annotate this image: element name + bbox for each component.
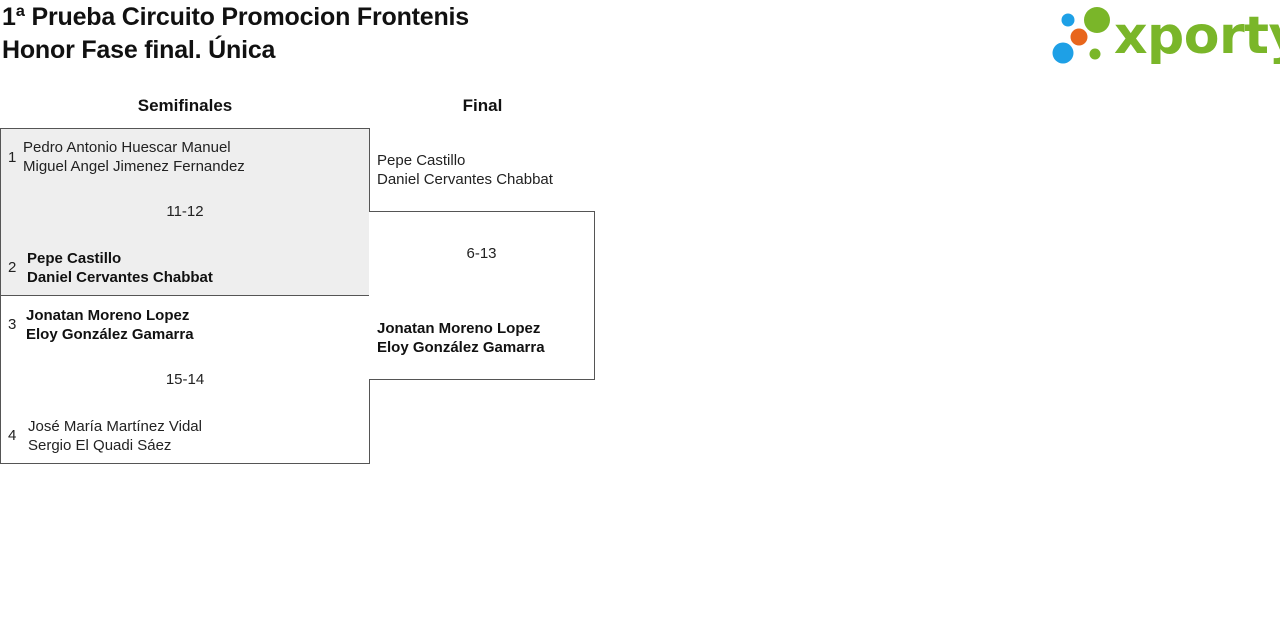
seed-number: 3 — [8, 316, 17, 333]
final-team-top[interactable]: Pepe Castillo Daniel Cervantes Chabbat — [377, 151, 553, 189]
logo-dots-icon — [1052, 7, 1110, 64]
seed-number: 4 — [8, 427, 17, 444]
team-name-winner[interactable]: Pepe Castillo Daniel Cervantes Chabbat — [27, 249, 213, 287]
logo-wordmark: xporty — [1114, 6, 1280, 66]
player-name: Pedro Antonio Huescar Manuel — [23, 139, 231, 156]
player-name: Daniel Cervantes Chabbat — [27, 269, 213, 286]
round-header-final: Final — [462, 96, 503, 115]
player-name: Eloy González Gamarra — [377, 339, 545, 356]
player-name: José María Martínez Vidal — [28, 418, 202, 435]
semifinal-match-2[interactable]: 3 Jonatan Moreno Lopez Eloy González Gam… — [0, 295, 370, 464]
player-name: Sergio El Quadi Sáez — [28, 437, 172, 454]
match-score: 15-14 — [165, 371, 205, 388]
xporty-logo[interactable]: xporty — [1050, 4, 1280, 68]
player-name: Miguel Angel Jimenez Fernandez — [23, 158, 245, 175]
seed-number: 1 — [8, 149, 17, 166]
team-name-winner[interactable]: Jonatan Moreno Lopez Eloy González Gamar… — [26, 306, 194, 344]
match-score: 6-13 — [466, 245, 497, 262]
final-match[interactable]: 6-13 Jonatan Moreno Lopez Eloy González … — [369, 211, 595, 380]
page-subtitle: Honor Fase final. Única — [2, 36, 276, 64]
player-name: Jonatan Moreno Lopez — [377, 320, 541, 337]
team-name[interactable]: Pedro Antonio Huescar Manuel Miguel Ange… — [23, 138, 245, 176]
player-name: Jonatan Moreno Lopez — [26, 307, 190, 324]
round-header-semifinals: Semifinales — [137, 96, 233, 115]
semifinal-match-1[interactable]: 1 Pedro Antonio Huescar Manuel Miguel An… — [0, 128, 370, 296]
team-name-winner[interactable]: Jonatan Moreno Lopez Eloy González Gamar… — [377, 319, 545, 357]
player-name: Pepe Castillo — [377, 152, 466, 169]
team-name[interactable]: José María Martínez Vidal Sergio El Quad… — [28, 417, 202, 455]
page-title: 1ª Prueba Circuito Promocion Frontenis — [2, 3, 469, 31]
seed-number: 2 — [8, 259, 17, 276]
player-name: Daniel Cervantes Chabbat — [377, 171, 553, 188]
match-score: 11-12 — [166, 203, 204, 220]
player-name: Pepe Castillo — [27, 250, 122, 267]
player-name: Eloy González Gamarra — [26, 326, 194, 343]
